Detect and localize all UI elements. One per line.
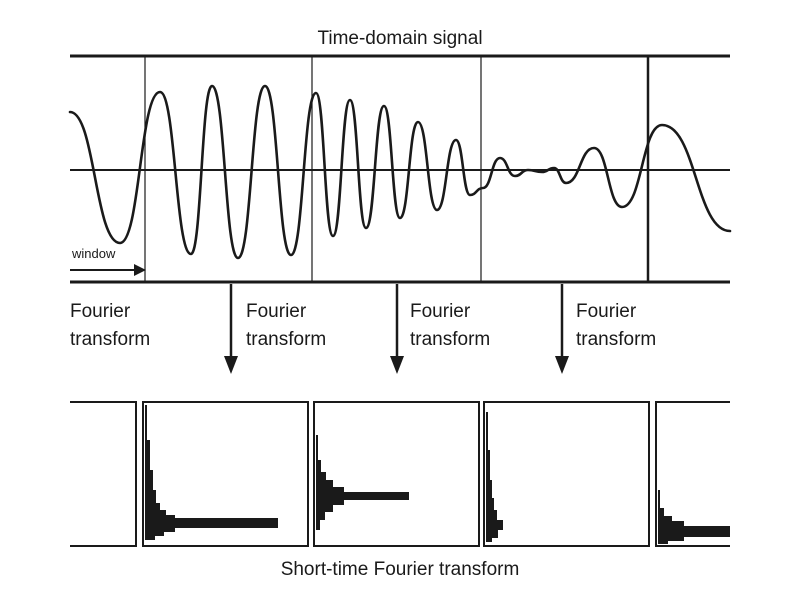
fourier-transform-label-2: Fourier transform xyxy=(246,301,327,350)
window-arrow xyxy=(70,264,146,276)
transform-arrow-1 xyxy=(224,284,238,374)
fourier-transform-label-4: Fourier transform xyxy=(576,301,657,350)
spectrum-boxes xyxy=(70,401,730,547)
transform-arrow-3 xyxy=(555,284,569,374)
spectrum-box-4 xyxy=(655,401,730,547)
spectrum-4 xyxy=(658,490,730,544)
spectrum-3 xyxy=(486,412,503,542)
spectrum-box-3 xyxy=(483,401,650,547)
stft-title: Short-time Fourier transform xyxy=(280,559,520,580)
fourier-transform-label-1: Fourier transform xyxy=(70,301,151,350)
spectrum-box-0 xyxy=(70,401,137,547)
fourier-transform-label-3: Fourier transform xyxy=(410,301,491,350)
signal-panel xyxy=(70,54,730,284)
window-arrow-head xyxy=(134,264,146,276)
transform-arrow-2 xyxy=(390,284,404,374)
spectrum-box-2 xyxy=(313,401,480,547)
window-label: window xyxy=(72,246,116,261)
signal-waveform xyxy=(68,84,732,260)
spectrum-1 xyxy=(145,405,278,540)
time-domain-title: Time-domain signal xyxy=(317,28,483,49)
